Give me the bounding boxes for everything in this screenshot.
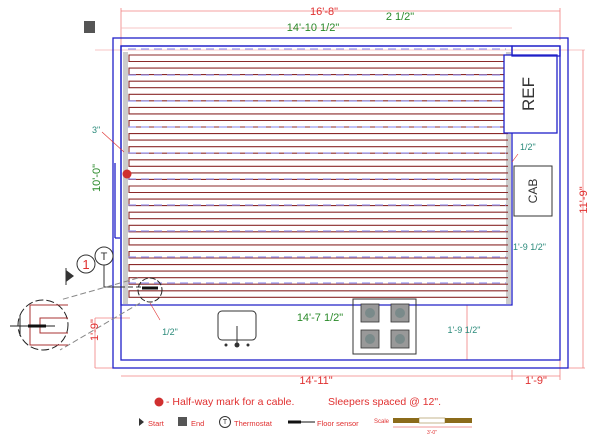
dim-bottom-depth: 1'-9" bbox=[89, 319, 101, 341]
dim-sensor-gap: 1/2" bbox=[162, 327, 178, 337]
refrigerator bbox=[503, 54, 558, 134]
cable-run bbox=[128, 237, 508, 246]
heating-cable-runs bbox=[128, 54, 508, 298]
dim-bottom-width: 14'-11" bbox=[299, 375, 332, 387]
dim-left-offset: 3" bbox=[92, 125, 100, 135]
dim-heated-width: 14'-10 1/2" bbox=[287, 22, 340, 34]
dim-overall-width: 16'-8" bbox=[310, 6, 338, 18]
cable-run bbox=[128, 133, 508, 141]
outer-wall bbox=[112, 37, 569, 369]
end-marker-icon bbox=[84, 21, 95, 33]
circuit-number-circle bbox=[76, 254, 96, 274]
thermostat-label: T bbox=[101, 251, 108, 263]
legend-start-icon bbox=[139, 418, 144, 426]
cable-run bbox=[128, 80, 508, 89]
cable-run bbox=[128, 224, 508, 233]
legend-scale: Scale bbox=[374, 419, 390, 425]
circuit-number: 1 bbox=[82, 257, 89, 272]
cabinet bbox=[513, 165, 553, 217]
cable-run bbox=[128, 67, 508, 76]
cable-run bbox=[128, 146, 508, 154]
ref-label: REF bbox=[519, 77, 538, 111]
start-marker-icon bbox=[66, 270, 74, 282]
legend-start: Start bbox=[148, 419, 165, 428]
legend-thermostat-icon bbox=[219, 416, 231, 428]
heated-area-outline bbox=[120, 45, 513, 306]
cable-run bbox=[128, 211, 508, 220]
note-halfway: - Half-way mark for a cable. bbox=[166, 396, 294, 408]
dim-overall-depth: 11'-9" bbox=[578, 186, 590, 213]
halfway-mark-icon bbox=[122, 169, 132, 179]
dim-top-gap: 2 1/2" bbox=[386, 11, 414, 23]
legend-scale-value: 3'-0" bbox=[427, 430, 437, 436]
dim-ref-gap: 1/2" bbox=[520, 142, 536, 152]
dim-bottom-right: 1'-9" bbox=[525, 375, 547, 387]
legend-thermostat-letter: T bbox=[223, 419, 228, 426]
cab-label: CAB bbox=[526, 179, 540, 204]
cable-run bbox=[128, 159, 508, 167]
cable-run bbox=[128, 106, 508, 115]
sleeper-lines bbox=[128, 48, 506, 284]
scale-bar bbox=[393, 417, 472, 428]
cable-run bbox=[128, 54, 508, 63]
cable-run bbox=[128, 198, 508, 207]
dim-bottom-heated-width: 14'-7 1/2" bbox=[297, 312, 343, 324]
legend-end: End bbox=[191, 419, 204, 428]
cable-run bbox=[128, 119, 508, 128]
dim-bottom-gap: 1'-9 1/2" bbox=[448, 325, 481, 335]
cable-run bbox=[128, 290, 508, 298]
cable-run bbox=[128, 93, 508, 102]
legend-thermostat: Thermostat bbox=[234, 419, 273, 428]
cable-run bbox=[128, 264, 508, 272]
legend-end-icon bbox=[178, 417, 187, 426]
sensor-detail-circle bbox=[137, 277, 163, 303]
note-sleepers: Sleepers spaced @ 12". bbox=[328, 396, 441, 408]
cable-run bbox=[128, 185, 508, 194]
cable-run bbox=[128, 250, 508, 259]
dim-right-gap: 1'-9 1/2" bbox=[513, 242, 546, 252]
dim-heated-depth: 10'-0" bbox=[91, 164, 103, 192]
legend-floor-sensor: Floor sensor bbox=[317, 419, 359, 428]
cable-turn-strip-right bbox=[506, 52, 511, 304]
stove-icon bbox=[352, 298, 417, 355]
